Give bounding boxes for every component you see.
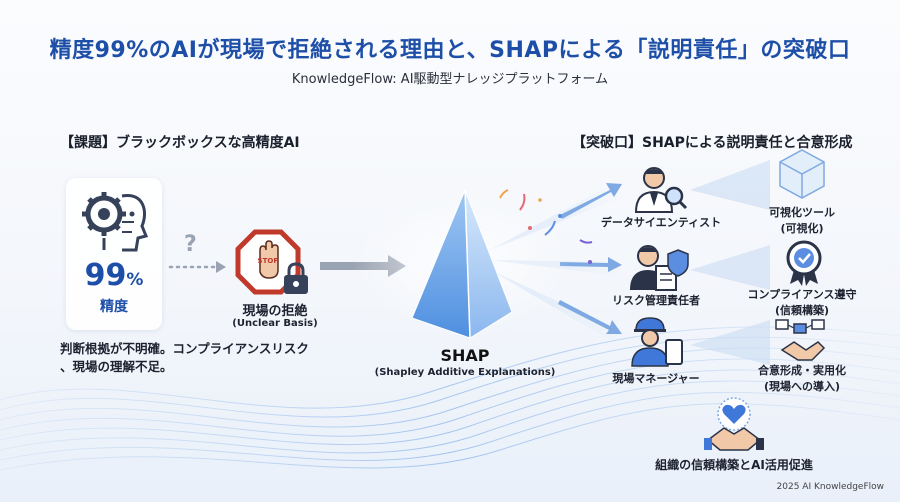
dotted-arrow bbox=[168, 261, 226, 273]
compliance-badge-icon bbox=[786, 240, 822, 286]
outcome-compliance: コンプライアンス遵守 (信頼構築) bbox=[732, 286, 872, 318]
accuracy-number: 99 bbox=[84, 258, 127, 293]
page-subtitle: KnowledgeFlow: AI駆動型ナレッジプラットフォーム bbox=[291, 72, 609, 87]
stop-sign-text: STOP bbox=[257, 257, 279, 265]
outcome-compliance-line2: (信頼構築) bbox=[774, 304, 830, 317]
decorative-waves bbox=[0, 326, 900, 471]
final-outcome-label: 組織の信頼構築とAI活用促進 bbox=[655, 458, 813, 472]
shap-subtitle: (Shapley Additive Explanations) bbox=[374, 367, 556, 378]
data-scientist-icon bbox=[634, 167, 688, 213]
outcome-visualization-line2: (可視化) bbox=[780, 222, 824, 235]
rejection-sub: (Unclear Basis) bbox=[232, 318, 318, 329]
role-label-risk-manager: リスク管理責任者 bbox=[612, 294, 700, 307]
solution-heading: 【突破口】SHAPによる説明責任と合意形成 bbox=[572, 135, 853, 151]
risk-manager-icon bbox=[630, 245, 689, 291]
role-arrows bbox=[558, 183, 622, 334]
rejection-label: 現場の拒絶 bbox=[242, 304, 308, 319]
problem-heading: 【課題】ブラックボックスな高精度AI bbox=[60, 135, 300, 151]
outcome-consensus-line2: (現場への導入) bbox=[763, 380, 841, 393]
question-mark: ? bbox=[184, 232, 197, 257]
accuracy-value: 99% bbox=[66, 258, 162, 293]
problem-description: 判断根拠が不明確。コンプライアンスリスク 、現場の理解不足。 bbox=[60, 340, 360, 376]
outcome-consensus: 合意形成・実用化 (現場への導入) bbox=[736, 362, 868, 394]
role-label-data-scientist: データサイエンティスト bbox=[600, 216, 722, 229]
problem-description-line1: 判断根拠が不明確。コンプライアンスリスク bbox=[60, 341, 309, 356]
padlock-icon bbox=[284, 262, 308, 294]
problem-description-line2: 、現場の理解不足。 bbox=[60, 359, 173, 374]
accuracy-label: 精度 bbox=[100, 299, 128, 315]
outcome-visualization-line1: 可視化ツール bbox=[769, 206, 835, 219]
outcome-consensus-line1: 合意形成・実用化 bbox=[758, 364, 846, 377]
confetti-decoration bbox=[499, 189, 593, 264]
outcome-compliance-line1: コンプライアンス遵守 bbox=[747, 288, 857, 301]
role-label-site-manager: 現場マネージャー bbox=[612, 372, 700, 385]
accuracy-unit: % bbox=[126, 270, 144, 290]
footer-text: 2025 AI KnowledgeFlow bbox=[776, 482, 884, 492]
outcome-visualization: 可視化ツール (可視化) bbox=[740, 204, 864, 236]
handshake-flow-icon bbox=[775, 319, 826, 361]
trust-handshake-heart-icon bbox=[704, 397, 764, 451]
shap-pyramid-icon bbox=[352, 189, 572, 339]
stop-sign-icon bbox=[235, 229, 301, 295]
site-manager-icon bbox=[631, 317, 683, 367]
page-title: 精度99%のAIが現場で拒絶される理由と、SHAPによる「説明責任」の突破口 bbox=[49, 38, 851, 63]
visualization-cube-icon bbox=[779, 149, 825, 199]
shap-title: SHAP bbox=[440, 346, 490, 365]
